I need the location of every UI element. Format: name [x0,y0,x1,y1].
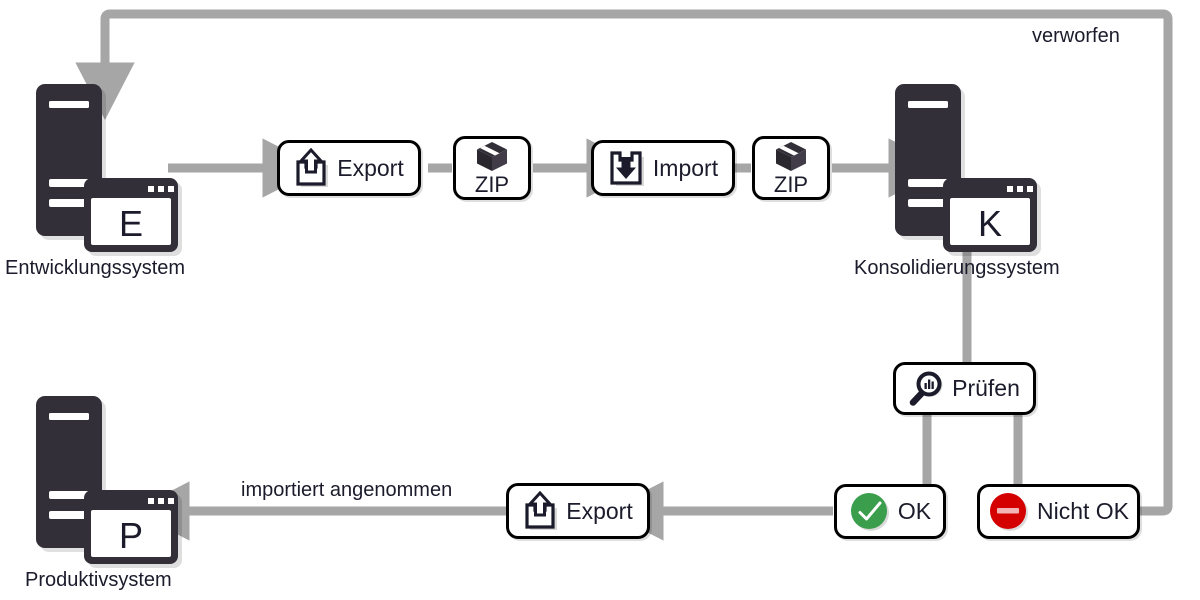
system-window-letter: K [978,203,1002,244]
export-upload-icon [525,491,558,530]
edge-label-importiert-angenommen: importiert angenommen [241,479,453,501]
package-box-icon [477,141,507,171]
node-zip-2[interactable]: ZIP [752,136,830,200]
system-produktivsystem[interactable]: P Produktivsystem [25,396,216,591]
node-label-pruefen: Prüfen [952,375,1020,401]
node-import[interactable]: Import [591,140,735,196]
node-label-ok: OK [897,498,932,524]
edge-label-verworfen: verworfen [1032,25,1120,47]
node-label-nicht-ok: Nicht OK [1036,498,1130,524]
system-konsolidierungssystem[interactable]: K Konsolidierungssystem [854,84,1075,279]
check-circle-icon [850,492,889,531]
node-pruefen[interactable]: Prüfen [893,362,1036,415]
node-export-top[interactable]: Export [277,140,421,196]
node-label-export-top: Export [337,154,404,181]
minus-circle-icon [989,492,1028,531]
system-window-letter: E [119,203,143,244]
window-badge-icon: E [84,178,182,256]
package-box-icon [776,141,806,171]
import-download-icon [610,151,644,186]
node-export-bottom[interactable]: Export [506,483,650,539]
window-badge-icon: P [84,490,182,568]
window-badge-icon: K [943,178,1041,256]
magnifier-chart-icon [909,371,943,406]
system-caption-entwicklungssystem: Entwicklungssystem [5,257,186,279]
node-label-zip-1: ZIP [474,171,510,197]
node-nicht-ok[interactable]: Nicht OK [977,484,1140,539]
system-entwicklungssystem[interactable]: E Entwicklungssystem [5,84,216,279]
system-window-letter: P [119,515,143,556]
wire-verworfen-loop [75,9,1173,516]
node-zip-1[interactable]: ZIP [453,136,531,200]
system-caption-konsolidierungssystem: Konsolidierungssystem [854,257,1060,279]
node-label-export-bottom: Export [566,497,633,524]
export-upload-icon [296,148,329,187]
node-label-import: Import [652,154,719,181]
node-ok[interactable]: OK [834,484,946,539]
node-label-zip-2: ZIP [773,171,809,197]
system-caption-produktivsystem: Produktivsystem [25,569,172,591]
